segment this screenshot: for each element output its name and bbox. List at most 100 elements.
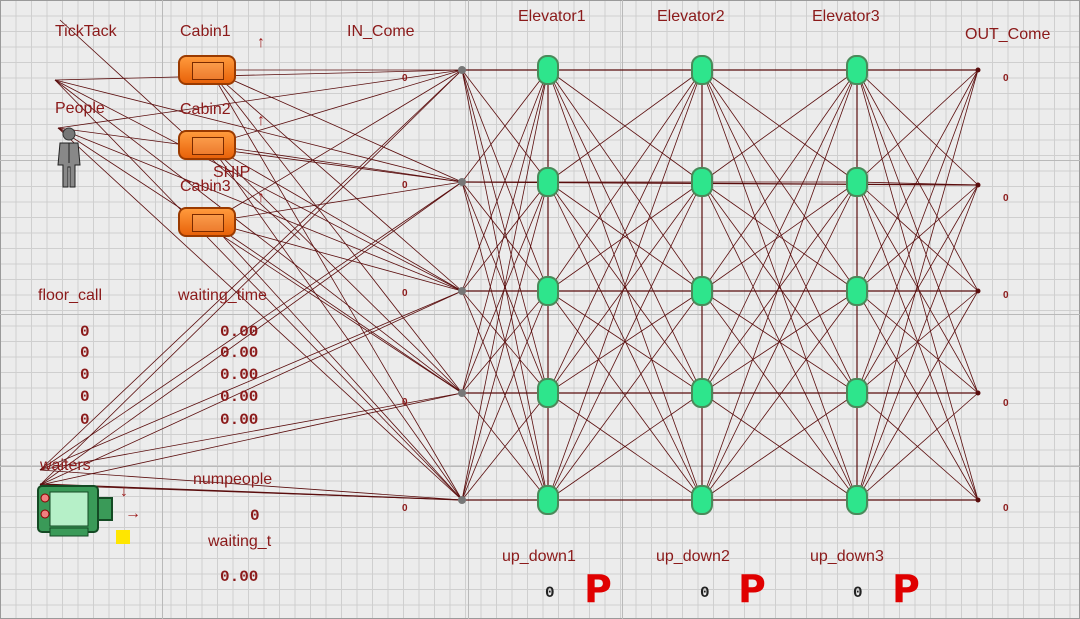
control-arc [57, 127, 463, 292]
cabin1-transition[interactable] [178, 55, 236, 85]
out-come-count: 0 [1003, 290, 1009, 301]
control-arc [54, 79, 463, 501]
elevator-node[interactable] [846, 167, 868, 197]
ship-label: SHIP [213, 164, 251, 181]
elevator-arc [701, 290, 858, 501]
control-arc [57, 127, 463, 394]
control-arc [39, 69, 463, 471]
control-arc [209, 221, 463, 394]
elevator-arc [547, 392, 703, 501]
guide-line [468, 0, 469, 619]
elevator-node[interactable] [691, 276, 713, 306]
out-come-node[interactable] [975, 288, 981, 294]
elevator-arc [461, 69, 549, 501]
in-come-node[interactable] [458, 496, 466, 504]
elevator-arc [547, 69, 703, 292]
elevator-arc [547, 181, 703, 394]
cabin1-up-arrow-icon: ↑ [257, 34, 265, 51]
floor-call-value: 0 [80, 411, 90, 429]
elevator-arc [461, 392, 549, 501]
waiters-arc [39, 483, 463, 501]
guide-line [0, 314, 1080, 315]
elevator-arc [461, 69, 549, 394]
elevator-arc [701, 181, 858, 292]
control-arc [209, 144, 463, 292]
elevator-arc [701, 181, 858, 501]
elevator-arc [701, 181, 858, 394]
cabin3-transition[interactable] [178, 207, 236, 237]
in-come-node[interactable] [458, 178, 466, 186]
guide-line [0, 466, 1080, 467]
cabin2-up-arrow-icon: ↑ [257, 112, 265, 129]
waiting-t-value: 0.00 [220, 568, 259, 586]
elevator-node[interactable] [537, 167, 559, 197]
elevator1-label: Elevator1 [518, 8, 586, 25]
waiters-right-arrow-icon: → [125, 505, 141, 522]
elevator-arc [701, 69, 858, 394]
elevator-node[interactable] [846, 55, 868, 85]
elevator-arc [547, 181, 703, 501]
output-arc [856, 184, 979, 292]
elevator-node[interactable] [846, 485, 868, 515]
in-come-node[interactable] [458, 389, 466, 397]
waiting-time-value: 0.00 [220, 388, 259, 406]
elevator-node[interactable] [846, 276, 868, 306]
elevator-node[interactable] [691, 55, 713, 85]
elevator-node[interactable] [537, 276, 559, 306]
control-arc [209, 69, 463, 501]
control-arc [39, 392, 463, 486]
elevator-arc [547, 290, 703, 394]
up-down1-value: 0 [545, 584, 555, 602]
up-down2-value: 0 [700, 584, 710, 602]
person-icon[interactable] [56, 127, 82, 189]
out-come-node[interactable] [975, 67, 981, 73]
control-arc [54, 79, 463, 292]
elevator-node[interactable] [846, 378, 868, 408]
control-arc [39, 69, 463, 486]
floor-call-value: 0 [80, 366, 90, 384]
control-arc [209, 144, 463, 183]
in-come-count: 0 [402, 180, 408, 191]
floor-call-value: 0 [80, 388, 90, 406]
elevator-node[interactable] [691, 378, 713, 408]
control-arc [209, 69, 463, 292]
output-arc [856, 69, 979, 186]
elevator-node[interactable] [691, 167, 713, 197]
out-come-node[interactable] [975, 390, 981, 396]
out-come-node[interactable] [975, 497, 981, 503]
elevator-arc [701, 69, 858, 183]
control-arc [209, 144, 463, 394]
output-arc [856, 290, 979, 501]
cabin1-label: Cabin1 [180, 23, 231, 40]
out-come-label: OUT_Come [965, 26, 1051, 43]
in-come-node[interactable] [458, 287, 466, 295]
cabin2-transition[interactable] [178, 130, 236, 160]
elevator-arc [701, 69, 858, 501]
in-come-count: 0 [402, 73, 408, 84]
elevator-node[interactable] [537, 55, 559, 85]
elevator-arc [461, 181, 549, 394]
control-arc [39, 469, 463, 501]
control-arc [57, 127, 463, 501]
elevator3-label: Elevator3 [812, 8, 880, 25]
elevator-node[interactable] [537, 378, 559, 408]
output-arc [856, 69, 979, 292]
waiters-machine-icon[interactable] [36, 484, 118, 540]
waiters-down-arrow-icon: ↓ [120, 483, 128, 500]
elevator-node[interactable] [537, 485, 559, 515]
waiting-time-value: 0.00 [220, 344, 259, 362]
output-arc [856, 69, 979, 394]
elevator2-label: Elevator2 [657, 8, 725, 25]
elevator-arc [547, 69, 703, 183]
up-down2-state: P [738, 567, 766, 611]
elevator-node[interactable] [691, 485, 713, 515]
cabin3-label: Cabin3 [180, 178, 231, 195]
in-come-node[interactable] [458, 66, 466, 74]
up-down1-label: up_down1 [502, 548, 576, 565]
floor-call-value: 0 [80, 323, 90, 341]
control-arc [57, 69, 463, 129]
control-arc [209, 221, 463, 292]
elevator-arc [701, 290, 858, 394]
out-come-node[interactable] [975, 182, 981, 188]
